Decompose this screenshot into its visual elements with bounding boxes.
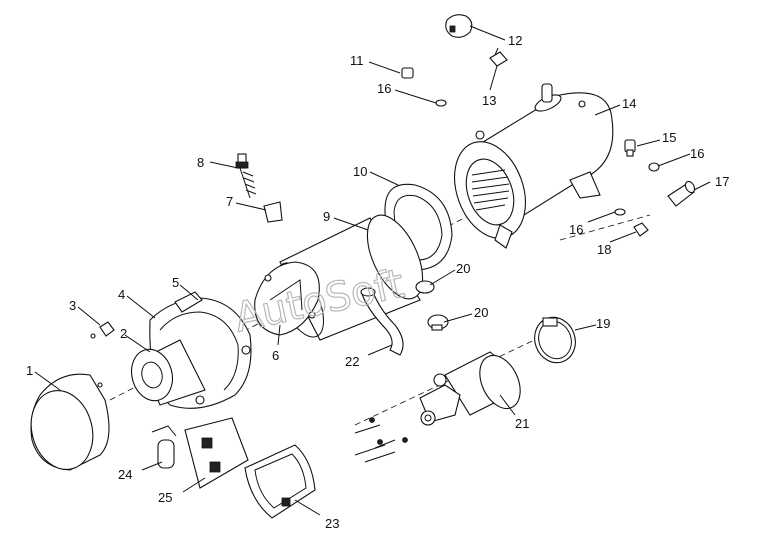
callout-10: 10 [353, 164, 367, 179]
part-8-glow-plug [235, 153, 257, 199]
callout-4: 4 [118, 287, 125, 302]
callout-7: 7 [226, 194, 233, 209]
part-17-nozzle [667, 180, 696, 207]
pump-mounting-screws [354, 417, 408, 463]
callout-15: 15 [662, 130, 676, 145]
part-23-control-unit [244, 444, 316, 519]
callout-8: 8 [197, 155, 204, 170]
callout-24: 24 [118, 467, 132, 482]
callout-13: 13 [482, 93, 496, 108]
callout-25: 25 [158, 490, 172, 505]
callout-1: 1 [26, 363, 33, 378]
part-1-fan-cover [30, 373, 110, 471]
part-3-nut [90, 321, 115, 339]
part-22-hose [360, 287, 404, 356]
part-15-fitting [624, 139, 636, 157]
callout-21: 21 [515, 416, 529, 431]
callout-5: 5 [172, 275, 179, 290]
callout-23: 23 [325, 516, 339, 531]
part-25-control-plate [184, 417, 249, 489]
callout-14: 14 [622, 96, 636, 111]
part-13-sensor [489, 47, 508, 67]
part-19-clamp [534, 316, 576, 364]
callout-19: 19 [596, 316, 610, 331]
part-16-washers [435, 99, 660, 216]
callout-labels: 1 2 3 4 5 6 7 8 9 10 11 12 13 14 15 16 1… [26, 33, 729, 531]
callout-12: 12 [508, 33, 522, 48]
part-11-plug [401, 67, 414, 79]
callout-11: 11 [350, 53, 364, 68]
heat-exchanger-fins [471, 169, 510, 211]
part-2-fan-motor [130, 339, 206, 406]
callout-9: 9 [323, 209, 330, 224]
callout-17: 17 [715, 174, 729, 189]
callout-3: 3 [69, 298, 76, 313]
part-7-screen [263, 201, 283, 223]
callout-6: 6 [272, 348, 279, 363]
callout-20b: 20 [474, 305, 488, 320]
part-24-fuse-holder [151, 425, 177, 469]
part-9-combustion-tube [276, 214, 424, 341]
part-12-cap [445, 14, 473, 38]
part-18-nut [633, 222, 649, 237]
callout-16b: 16 [690, 146, 704, 161]
part-6-burner-plate [254, 261, 320, 336]
callout-16a: 16 [377, 81, 391, 96]
part-21-pump [419, 351, 521, 426]
part-20-clamps [415, 280, 449, 331]
callout-22: 22 [345, 354, 359, 369]
callout-20a: 20 [456, 261, 470, 276]
callout-2: 2 [120, 326, 127, 341]
leader-lines [34, 25, 711, 516]
callout-16c: 16 [569, 222, 583, 237]
part-14-heat-exchanger [454, 83, 614, 249]
callout-18: 18 [597, 242, 611, 257]
